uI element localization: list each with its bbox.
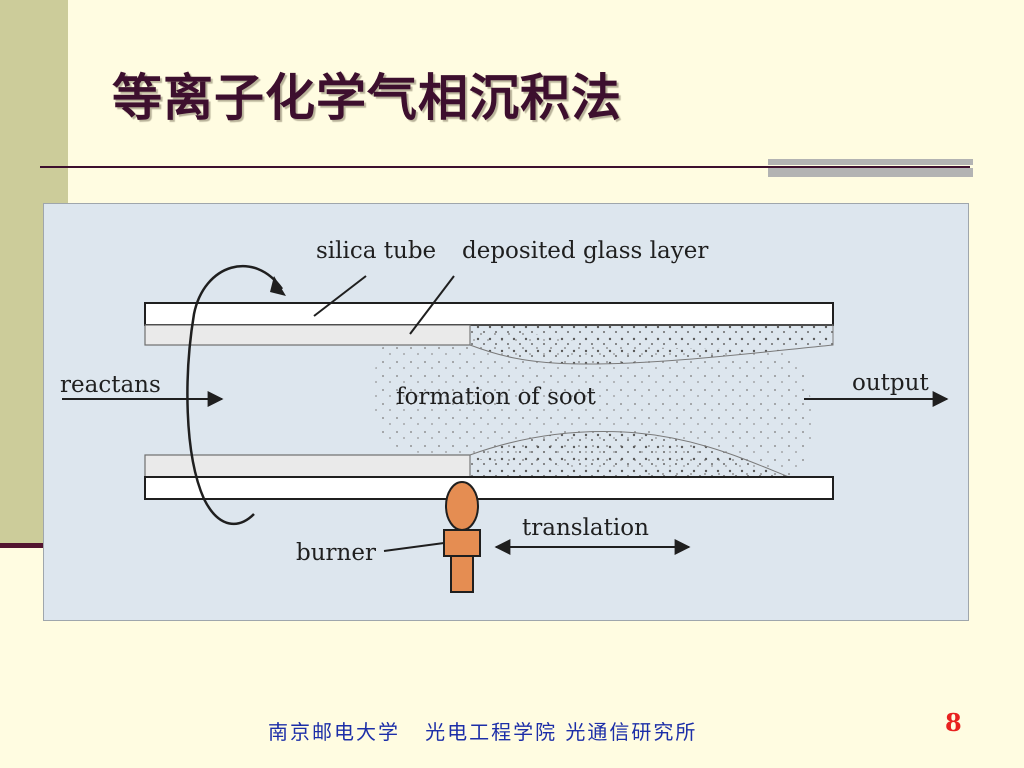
burner-head [443, 529, 481, 557]
burner-stem [450, 555, 474, 593]
lower-deposited-soot [469, 431, 790, 478]
page-number: 8 [945, 708, 962, 737]
upper-glass-layer [144, 324, 471, 346]
upper-deposited-soot [469, 324, 834, 365]
lower-tube-wall [144, 476, 834, 500]
slide-title: 等离子化学气相沉积法 [112, 69, 622, 127]
glass-layer-leader [409, 275, 455, 335]
side-decor-line [0, 543, 46, 548]
upper-tube-wall [144, 302, 834, 326]
silica-tube-leader [313, 275, 367, 317]
label-silica-tube: silica tube [316, 238, 436, 264]
diagram-svg: silica tube deposited glass layer reacta… [60, 238, 949, 593]
burner-flame [445, 481, 479, 531]
label-output: output [852, 370, 929, 396]
rotation-arrow-head [270, 276, 286, 296]
pcvd-diagram: silica tube deposited glass layer reacta… [43, 203, 969, 621]
burner-leader [383, 542, 445, 552]
title-rule-accent [768, 159, 973, 179]
label-burner: burner [296, 540, 376, 566]
label-translation: translation [522, 515, 649, 541]
rotation-arrow [186, 264, 284, 526]
soot-cloud [372, 328, 813, 481]
footer-text: 南京邮电大学 光电工程学院 光通信研究所 [268, 720, 698, 744]
title-rule [40, 166, 970, 168]
label-deposited-glass-layer: deposited glass layer [462, 238, 708, 264]
label-reactans: reactans [60, 372, 161, 398]
label-formation-of-soot: formation of soot [396, 384, 597, 410]
